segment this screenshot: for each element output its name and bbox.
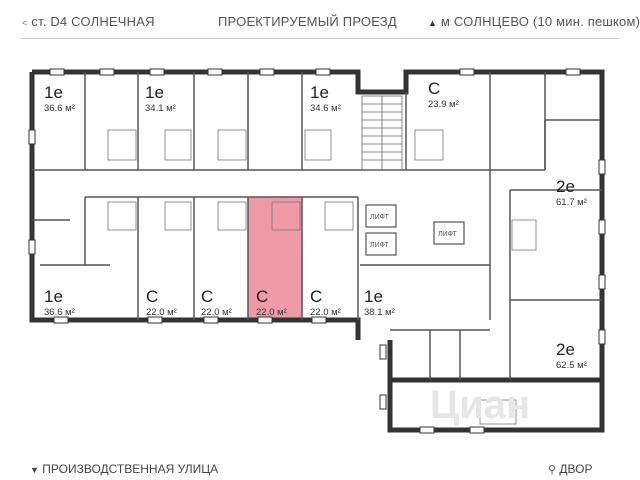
- apartment-area: 22.0 м²: [310, 307, 341, 318]
- watermark-text: Циан: [430, 383, 530, 427]
- apartment-1e-36-6-top[interactable]: 1е 36.6 м²: [44, 83, 75, 114]
- apartment-type: 1е: [310, 83, 329, 102]
- header-station-label: ст. D4 СОЛНЕЧНАЯ: [31, 14, 155, 29]
- apartment-area: 61.7 м²: [556, 197, 587, 208]
- apartment-type: С: [201, 287, 213, 306]
- elevator-label: ЛИФТ: [438, 231, 458, 238]
- apartment-area: 38.1 м²: [364, 307, 395, 318]
- inner-walls: [32, 72, 602, 380]
- apartment-area: 62.5 м²: [556, 360, 587, 371]
- apartment-2e-62-5[interactable]: 2е 62.5 м²: [556, 340, 587, 371]
- header-station: < ст. D4 СОЛНЕЧНАЯ: [22, 14, 155, 29]
- elevator-label: ЛИФТ: [370, 242, 390, 249]
- footer-yard-label: ДВОР: [559, 462, 593, 476]
- apartment-area: 34.1 м²: [145, 103, 176, 114]
- apartment-studio-22-0-b[interactable]: С 22.0 м²: [201, 287, 232, 318]
- apartment-1e-34-6[interactable]: 1е 34.6 м²: [310, 83, 341, 114]
- apartment-studio-22-0-c[interactable]: С 22.0 м²: [310, 287, 341, 318]
- apartment-type: 2е: [556, 340, 575, 359]
- apartment-type: С: [256, 287, 268, 306]
- apartment-studio-22-0-a[interactable]: С 22.0 м²: [146, 287, 177, 318]
- footer-street: ▼ ПРОИЗВОДСТВЕННАЯ УЛИЦА: [30, 462, 218, 476]
- elevator-block: [365, 204, 465, 256]
- outer-walls: [29, 69, 605, 433]
- tree-icon: ⚲: [548, 464, 557, 476]
- apartment-area: 36.6 м²: [44, 307, 75, 318]
- header-metro-label: м СОЛНЦЕВО (10 мин. пешком): [440, 14, 640, 29]
- header-street: ПРОЕКТИРУЕМЫЙ ПРОЕЗД: [218, 14, 397, 29]
- apartment-area: 34.6 м²: [310, 103, 341, 114]
- footer-street-label: ПРОИЗВОДСТВЕННАЯ УЛИЦА: [42, 462, 219, 476]
- apartment-type: 1е: [145, 83, 164, 102]
- apartment-area: 36.6 м²: [44, 103, 75, 114]
- apartment-1e-34-1[interactable]: 1е 34.1 м²: [145, 83, 176, 114]
- apartment-type: С: [146, 287, 158, 306]
- apartment-2e-61-7[interactable]: 2е 61.7 м²: [556, 177, 587, 208]
- elevator-label: ЛИФТ: [370, 214, 390, 221]
- windows: [28, 68, 606, 434]
- apartment-type: С: [428, 79, 440, 98]
- apartment-type: 1е: [44, 83, 63, 102]
- bathrooms: [107, 129, 537, 425]
- apartment-area: 22.0 м²: [146, 307, 177, 318]
- arrow-down-icon: ▼: [30, 465, 39, 475]
- arrow-up-icon: ▲: [428, 18, 438, 28]
- apartment-1e-38-1[interactable]: 1е 38.1 м²: [364, 287, 395, 318]
- apartment-studio-22-0-selected[interactable]: С 22.0 м²: [256, 287, 287, 318]
- header-divider: [20, 38, 620, 39]
- apartment-1e-36-6-bottom[interactable]: 1е 36.6 м²: [44, 287, 75, 318]
- apartment-type: 1е: [364, 287, 383, 306]
- apartment-area: 22.0 м²: [256, 307, 287, 318]
- staircase: [361, 95, 403, 171]
- arrow-left-icon: <: [22, 18, 28, 28]
- apartment-type: 2е: [556, 177, 575, 196]
- apartment-studio-23-9[interactable]: С 23.9 м²: [428, 79, 459, 110]
- apartment-area: 22.0 м²: [201, 307, 232, 318]
- header-metro: ▲ м СОЛНЦЕВО (10 мин. пешком): [428, 14, 640, 29]
- selected-apartment-highlight[interactable]: [248, 197, 302, 320]
- apartment-area: 23.9 м²: [428, 99, 459, 110]
- footer-yard: ⚲ ДВОР: [548, 462, 592, 476]
- apartment-type: 1е: [44, 287, 63, 306]
- apartment-type: С: [310, 287, 322, 306]
